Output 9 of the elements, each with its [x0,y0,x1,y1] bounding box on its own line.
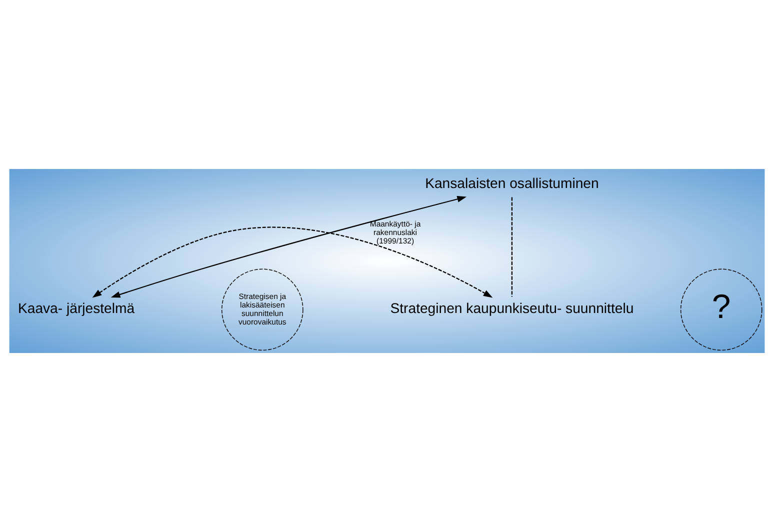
node-text: Kansalaisten osallistuminen [425,174,599,191]
edge-label: Maankäyttö- ja rakennuslaki (1999/132) [370,219,421,246]
arrow [92,226,493,298]
node-circle: Strategisen ja lakisääteisen suunnittelun vuorovaikutus [222,268,304,350]
node-text: Strateginen kaupunkiseutu- suunnittelu [390,300,634,316]
node-circle: ? [680,268,762,350]
connector [511,196,513,296]
node-text: Kaava- järjestelmä [18,300,135,316]
arrow [110,195,467,298]
